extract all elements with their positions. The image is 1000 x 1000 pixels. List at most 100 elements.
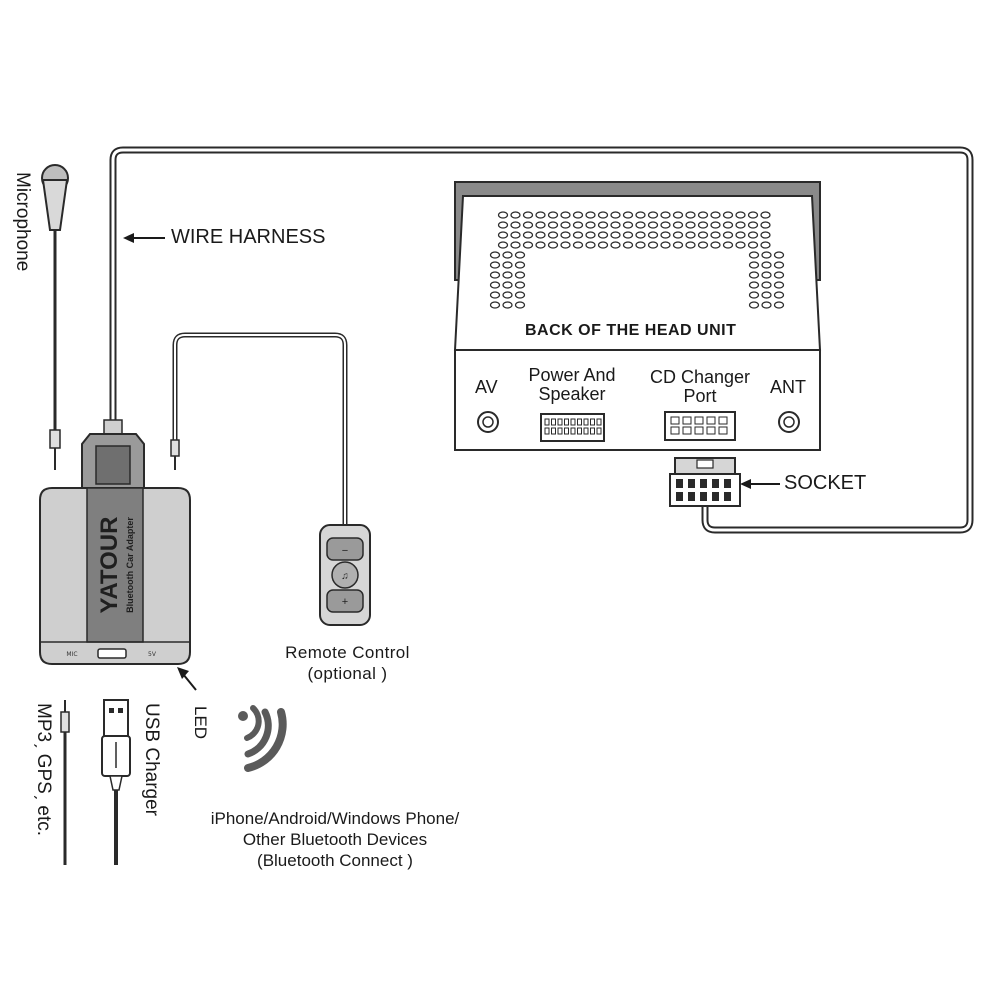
remote-line1: Remote Control	[285, 643, 410, 662]
vent-hole	[761, 251, 772, 259]
bt-line2: Other Bluetooth Devices	[242, 830, 428, 849]
port-pin	[583, 427, 589, 435]
vent-hole	[761, 271, 772, 279]
vent-hole	[735, 241, 746, 249]
bluetooth-adapter: MIC 5V YATOUR Bluetooth Car Adapter	[39, 487, 191, 665]
ant-label: ANT	[770, 377, 806, 397]
port-pin	[596, 427, 602, 435]
bluetooth-signal-icon	[238, 705, 287, 772]
vent-hole	[748, 271, 760, 279]
adapter-brand: YATOUR	[96, 517, 123, 614]
vent-hole	[647, 221, 659, 229]
cd-changer-port	[664, 411, 736, 441]
vent-hole	[647, 231, 659, 239]
port-pin	[706, 416, 716, 425]
vent-hole	[514, 281, 526, 289]
socket-pin	[688, 492, 695, 501]
vent-hole	[760, 211, 771, 219]
port-pin	[670, 426, 680, 435]
av-port	[477, 411, 499, 433]
remote-cable	[172, 332, 348, 525]
vent-hole	[497, 221, 509, 229]
vent-hole	[722, 211, 734, 219]
socket-pin	[712, 479, 719, 488]
vent-hole	[497, 241, 509, 249]
vent-hole	[697, 221, 709, 229]
cd-changer-label: CD Changer Port	[640, 368, 760, 406]
vent-hole	[747, 221, 759, 229]
vent-hole	[635, 221, 646, 229]
vent-hole	[747, 211, 759, 219]
power-speaker-label: Power And Speaker	[520, 366, 624, 404]
vent-hole	[572, 241, 584, 249]
port-pin	[564, 418, 569, 426]
vent-hole	[660, 211, 671, 219]
vent-hole	[710, 211, 721, 219]
vent-hole	[647, 241, 659, 249]
vent-hole	[761, 301, 772, 309]
vent-hole	[773, 271, 785, 279]
port-pin	[706, 426, 716, 435]
vent-hole	[597, 221, 609, 229]
bt-line3: (Bluetooth Connect )	[257, 851, 413, 870]
vent-hole	[502, 281, 513, 289]
vent-hole	[760, 221, 771, 229]
head-unit	[453, 181, 822, 451]
port-pin	[544, 418, 550, 426]
vent-hole	[773, 281, 785, 289]
port-pin	[570, 427, 576, 435]
led-label: LED	[191, 706, 210, 740]
vent-hole	[489, 271, 501, 279]
vent-hole	[547, 211, 559, 219]
vent-hole	[722, 231, 734, 239]
vent-hole	[610, 231, 621, 239]
vent-hole	[585, 241, 596, 249]
usb-charger-label: USB Charger	[141, 703, 162, 816]
port-pin	[682, 426, 692, 435]
vent-hole	[685, 241, 696, 249]
vent-hole	[535, 241, 546, 249]
socket-arrow	[740, 479, 780, 489]
vent-hole	[597, 231, 609, 239]
vent-hole	[660, 241, 671, 249]
vent-hole	[610, 241, 621, 249]
vent-hole	[635, 211, 646, 219]
vent-hole	[502, 261, 513, 269]
led-arrow	[177, 667, 197, 691]
wire-harness-label: WIRE HARNESS	[171, 226, 326, 248]
vent-hole	[489, 251, 501, 259]
port-pin	[551, 418, 556, 426]
remote-line2: (optional )	[307, 664, 388, 683]
vent-hole	[547, 221, 559, 229]
vent-hole	[622, 221, 634, 229]
vent-hole	[585, 221, 596, 229]
port-pin	[577, 418, 582, 426]
vent-hole	[514, 291, 526, 299]
vent-hole	[672, 241, 684, 249]
port-pin	[551, 427, 556, 435]
vent-hole	[773, 291, 785, 299]
vent-hole	[685, 231, 696, 239]
vent-hole	[747, 231, 759, 239]
vent-hole	[560, 211, 571, 219]
vent-hole	[514, 271, 526, 279]
vent-hole	[502, 291, 513, 299]
vent-hole	[761, 291, 772, 299]
vent-hole	[535, 231, 546, 239]
vent-hole	[760, 231, 771, 239]
harness-connector	[81, 419, 145, 491]
adapter-port-right-label: 5V	[148, 651, 157, 658]
vent-hole	[647, 211, 659, 219]
power-speaker-port	[540, 413, 605, 442]
port-pin	[682, 416, 692, 425]
vent-hole	[672, 221, 684, 229]
vent-hole	[522, 241, 534, 249]
vent-hole	[622, 211, 634, 219]
port-pin	[670, 416, 680, 425]
vent-hole	[547, 231, 559, 239]
power-speaker-line2: Speaker	[538, 384, 606, 404]
vent-hole	[748, 251, 760, 259]
vent-hole	[502, 251, 513, 259]
ant-port	[778, 411, 800, 433]
vent-hole	[735, 231, 746, 239]
